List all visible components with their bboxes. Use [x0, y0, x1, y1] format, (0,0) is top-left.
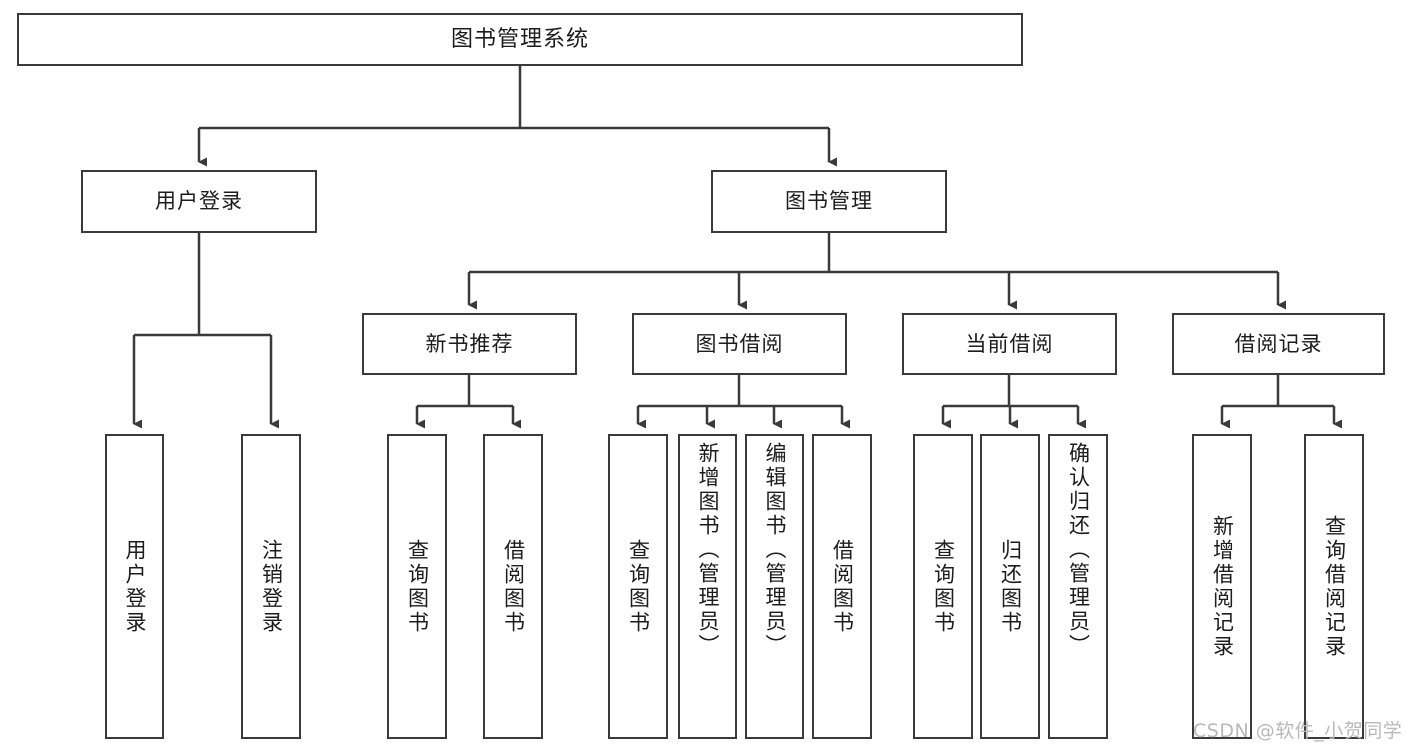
node-leaf-logout[interactable]: 注销登录	[241, 434, 301, 739]
node-new-book-recommend[interactable]: 新书推荐	[362, 313, 577, 375]
node-label: 归还图书	[998, 538, 1023, 635]
node-label: 借阅图书	[501, 538, 526, 635]
node-label: 新增图书（管理员）	[696, 442, 720, 658]
node-root-book-management-system[interactable]: 图书管理系统	[17, 13, 1023, 66]
node-leaf-add-book[interactable]: 新增图书（管理员）	[678, 434, 737, 739]
node-user-login[interactable]: 用户登录	[81, 170, 317, 233]
node-label: 注销登录	[259, 538, 284, 635]
edge-borrow-record-to-leaves	[1220, 375, 1342, 429]
node-leaf-query-book-recommend[interactable]: 查询图书	[387, 434, 447, 739]
node-leaf-user-login[interactable]: 用户登录	[105, 434, 164, 739]
node-label: 确认归还（管理员）	[1066, 442, 1091, 658]
node-label: 用户登录	[123, 538, 147, 635]
node-book-manage[interactable]: 图书管理	[711, 170, 947, 233]
csdn-watermark: CSDN @软件_小贺同学	[1193, 720, 1403, 742]
node-label: 借阅记录	[1234, 331, 1323, 356]
node-leaf-edit-book[interactable]: 编辑图书（管理员）	[745, 434, 804, 739]
node-leaf-query-book-borrow[interactable]: 查询图书	[608, 434, 668, 739]
node-label: 查询图书	[626, 538, 651, 635]
edge-book-manage-to-level3	[467, 233, 1286, 310]
node-label: 图书管理系统	[450, 26, 589, 52]
node-label: 编辑图书（管理员）	[763, 442, 787, 658]
edge-current-borrow-to-leaves	[941, 375, 1086, 429]
edge-new-book-recommend-to-leaves	[415, 375, 521, 429]
node-label: 图书借阅	[695, 331, 784, 356]
node-leaf-borrow-book-recommend[interactable]: 借阅图书	[483, 434, 543, 739]
edge-book-borrow-to-leaves	[636, 375, 850, 429]
node-leaf-borrow-book[interactable]: 借阅图书	[812, 434, 872, 739]
edge-user-login-to-leaves	[132, 233, 279, 429]
node-label: 查询借阅记录	[1322, 514, 1347, 659]
edge-root-to-level2	[197, 66, 837, 167]
node-label: 查询图书	[931, 538, 956, 635]
node-leaf-query-borrow-record[interactable]: 查询借阅记录	[1304, 434, 1364, 739]
node-label: 查询图书	[405, 538, 430, 635]
node-leaf-add-borrow-record[interactable]: 新增借阅记录	[1192, 434, 1252, 739]
node-borrow-record[interactable]: 借阅记录	[1172, 313, 1385, 375]
node-label: 图书管理	[785, 189, 873, 214]
node-current-borrow[interactable]: 当前借阅	[902, 313, 1117, 375]
node-leaf-query-book-current[interactable]: 查询图书	[913, 434, 973, 739]
node-label: 借阅图书	[830, 538, 855, 635]
node-label: 新增借阅记录	[1210, 514, 1235, 659]
node-label: 用户登录	[155, 189, 243, 214]
node-leaf-confirm-return[interactable]: 确认归还（管理员）	[1048, 434, 1108, 739]
node-label: 新书推荐	[425, 331, 514, 356]
node-leaf-return-book[interactable]: 归还图书	[980, 434, 1040, 739]
node-book-borrow[interactable]: 图书借阅	[632, 313, 847, 375]
node-label: 当前借阅	[965, 331, 1054, 356]
